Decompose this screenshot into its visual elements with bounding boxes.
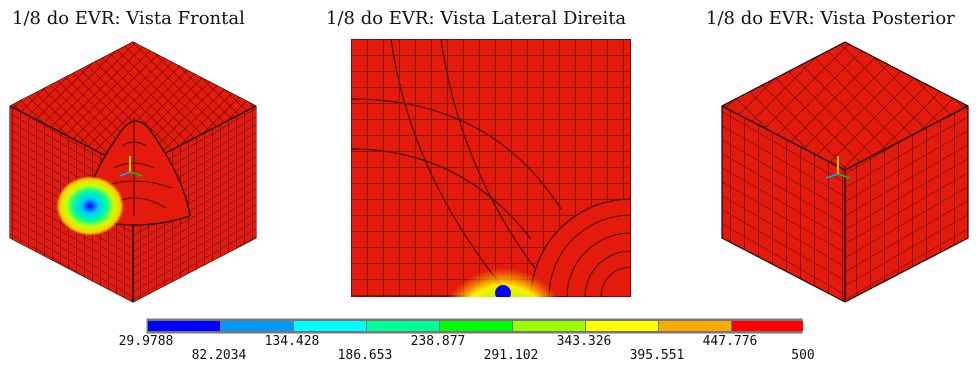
back-right-face [845, 106, 968, 302]
legend-label-bottom: 186.653 [337, 348, 393, 363]
legend-label-bottom: 500 [791, 348, 815, 363]
legend-swatch [586, 321, 658, 331]
right-stress-hotspot [447, 233, 559, 297]
legend-swatch [148, 321, 220, 331]
right-view-mesh [351, 39, 631, 297]
legend-swatch [367, 321, 439, 331]
front-view-mesh [9, 41, 257, 303]
legend-swatch [221, 321, 293, 331]
legend-label-top: 238.877 [410, 334, 466, 349]
back-left-face [722, 106, 845, 302]
legend-swatch [294, 321, 366, 331]
legend-label-bottom: 395.551 [629, 348, 685, 363]
legend-swatch [513, 321, 585, 331]
front-stress-hotspot [56, 176, 124, 236]
legend-color-bar [146, 318, 803, 334]
legend-swatch [440, 321, 512, 331]
legend-label-top: 134.428 [264, 334, 320, 349]
back-view-mesh [721, 41, 969, 303]
legend-label-top: 29.9788 [118, 334, 174, 349]
legend-label-bottom: 82.2034 [191, 348, 247, 363]
title-back-view: 1/8 do EVR: Vista Posterior [706, 8, 955, 29]
legend-swatch [659, 321, 731, 331]
title-front-view: 1/8 do EVR: Vista Frontal [12, 8, 245, 29]
legend-label-top: 447.776 [702, 334, 758, 349]
color-legend [146, 318, 803, 364]
axis-triad-icon [119, 156, 143, 177]
title-right-view: 1/8 do EVR: Vista Lateral Direita [326, 8, 627, 29]
axis-triad-icon [825, 156, 851, 179]
legend-label-bottom: 291.102 [483, 348, 539, 363]
legend-label-top: 343.326 [556, 334, 612, 349]
legend-swatch [732, 321, 803, 331]
